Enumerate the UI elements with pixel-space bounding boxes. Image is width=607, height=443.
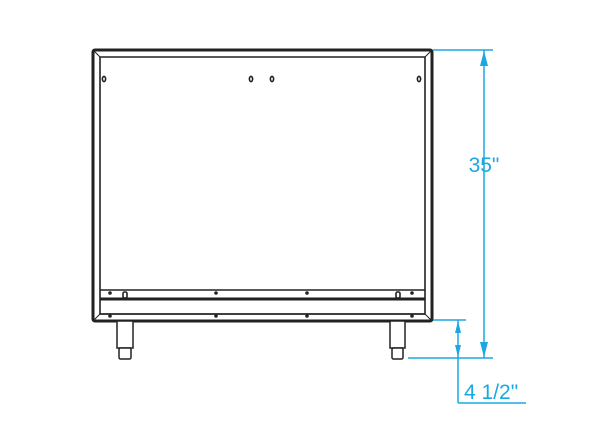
- legs: [116, 320, 406, 360]
- left-foot: [118, 347, 132, 360]
- arrow-down-icon: [455, 345, 461, 357]
- inner-panel: [99, 56, 426, 315]
- hole: [416, 75, 422, 83]
- height-dimension-label: 35": [469, 154, 500, 177]
- slot: [122, 291, 128, 299]
- corner-bevel: [93, 313, 101, 321]
- screws: [108, 291, 414, 318]
- hole: [269, 75, 275, 83]
- right-foot: [391, 347, 404, 360]
- slot: [395, 291, 401, 299]
- hole: [248, 75, 254, 83]
- corner-bevel: [93, 50, 101, 58]
- corner-bevel: [424, 313, 432, 321]
- leg-height-dimension-label: 4 1/2": [464, 381, 518, 404]
- dimension-lines: [408, 49, 526, 404]
- arrow-up-icon: [455, 321, 461, 333]
- hole: [101, 75, 107, 83]
- mounting-holes: [101, 75, 422, 299]
- arrow-down-icon: [480, 342, 488, 357]
- corner-bevel: [424, 50, 432, 58]
- left-leg: [116, 320, 134, 349]
- cabinet-body: [91, 48, 434, 323]
- arrow-up-icon: [480, 51, 488, 66]
- right-leg: [389, 320, 406, 349]
- outer-frame: [91, 48, 434, 323]
